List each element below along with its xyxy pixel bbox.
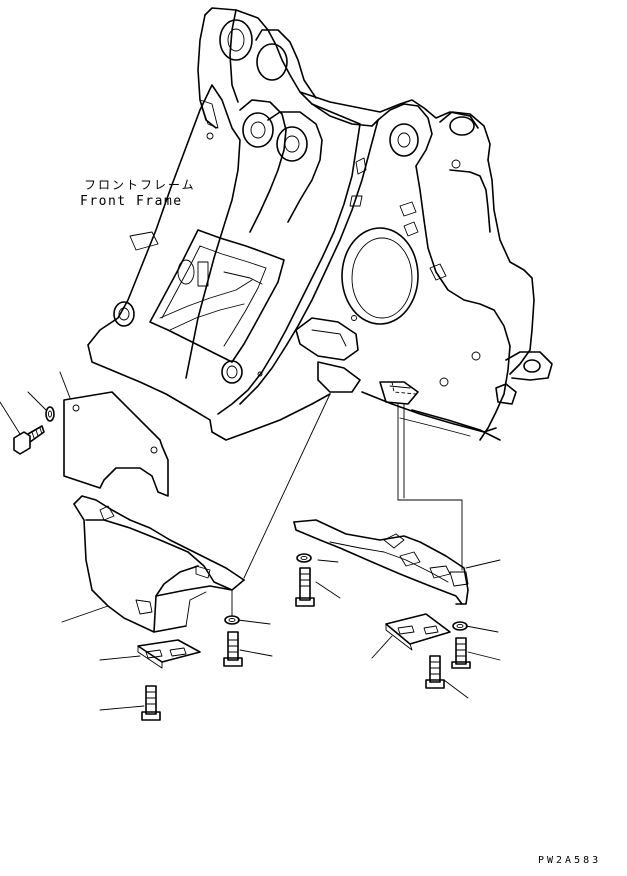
front-frame-label-jp: フロントフレーム (84, 178, 196, 192)
small-plate-right (385, 613, 451, 651)
bolt-left (13, 425, 45, 455)
bolt-flange-3 (141, 685, 161, 721)
bolt-flange-2 (223, 631, 243, 667)
under-cover-right (293, 519, 469, 605)
bolt-flange-1 (295, 567, 315, 607)
drawing-code: PW2A583 (538, 855, 602, 866)
assembly-lines (231, 393, 463, 617)
bolt-flange-4 (451, 637, 471, 669)
washer-left (45, 406, 55, 422)
front-frame (87, 7, 553, 441)
under-cover-left (73, 495, 245, 633)
bolt-flange-5 (425, 655, 445, 689)
cover-plate-left (63, 391, 169, 497)
small-plate-left (137, 639, 201, 669)
front-frame-label-en: Front Frame (80, 194, 183, 209)
leader-lines (0, 371, 501, 711)
